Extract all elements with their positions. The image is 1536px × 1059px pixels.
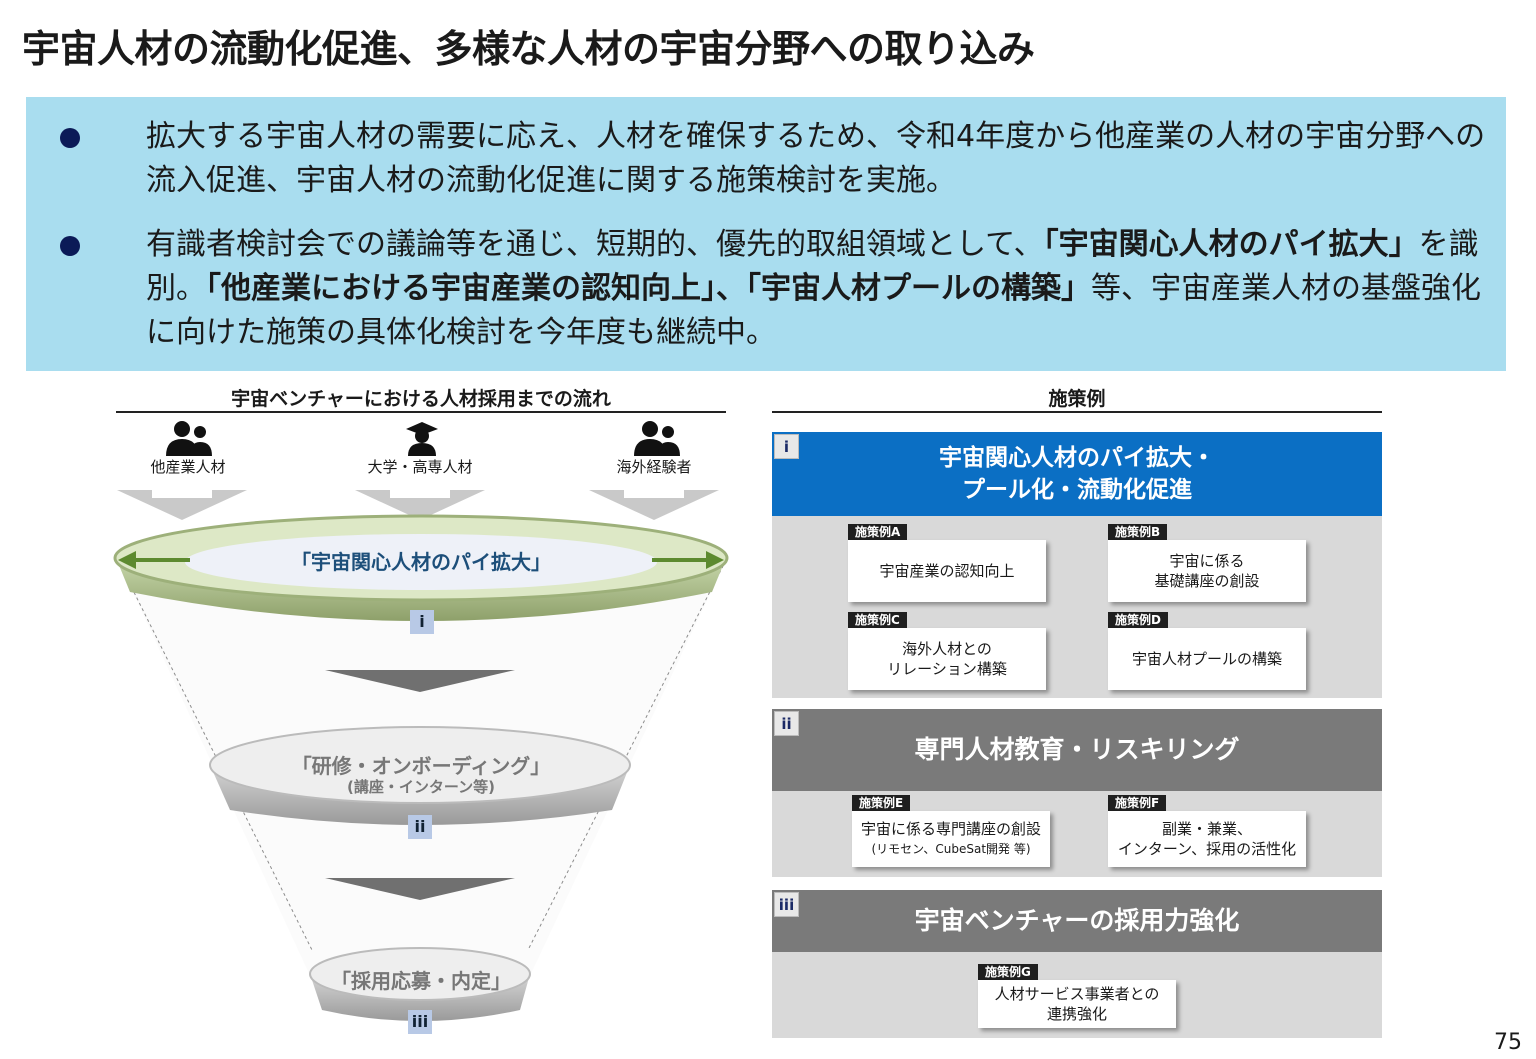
measure-text: 人材サービス事業者との bbox=[994, 985, 1160, 1003]
panel-i-title-line1: 宇宙関心人材のパイ拡大・ bbox=[939, 445, 1215, 471]
bullet-text: 拡大する宇宙人材の需要に応え、人材を確保するため、令和4年度から他産業の人材の宇… bbox=[146, 119, 1486, 198]
source-university: 大学・高専人材 bbox=[367, 458, 473, 476]
measure-card-g: 施策例G 人材サービス事業者との 連携強化 bbox=[978, 964, 1176, 1028]
measure-card-e: 施策例E 宇宙に係る専門講座の創設 (リモセン、CubeSat開発 等) bbox=[852, 795, 1050, 867]
stage-onboarding: 「研修・オンボーディング」 bbox=[291, 754, 551, 778]
bullet-icon bbox=[60, 236, 80, 256]
panel-iii-body: 施策例G 人材サービス事業者との 連携強化 bbox=[772, 952, 1382, 1038]
page-title: 宇宙人材の流動化促進、多様な人材の宇宙分野への取り込み bbox=[22, 27, 1035, 71]
panel-ii-roman: ii bbox=[774, 711, 799, 736]
page-number: 75 bbox=[1494, 1030, 1522, 1055]
panel-i-body: 施策例A 宇宙産業の認知向上 施策例B 宇宙に係る 基礎講座の創設 施策例C 海… bbox=[772, 516, 1382, 698]
panel-iii-header: 宇宙ベンチャーの採用力強化 bbox=[772, 890, 1382, 952]
graduate-icon bbox=[406, 422, 438, 456]
measure-text: 宇宙に係る bbox=[1169, 552, 1245, 570]
measure-text: インターン、採用の活性化 bbox=[1117, 840, 1297, 858]
measure-tag: 施策例B bbox=[1108, 524, 1168, 540]
measure-text: 宇宙に係る専門講座の創設 bbox=[860, 820, 1041, 838]
measure-text: 海外人材との bbox=[902, 640, 992, 658]
panel-i-roman: i bbox=[774, 434, 799, 459]
measure-tag: 施策例F bbox=[1108, 795, 1167, 811]
measure-card-d: 施策例D 宇宙人材プールの構築 bbox=[1108, 612, 1306, 690]
flow-heading: 宇宙ベンチャーにおける人材採用までの流れ bbox=[231, 388, 611, 410]
stage-roman-ii: ii bbox=[408, 815, 432, 839]
stage-onboarding-sub: (講座・インターン等) bbox=[347, 778, 495, 796]
measure-tag: 施策例G bbox=[978, 964, 1038, 980]
measure-tag: 施策例E bbox=[852, 795, 911, 811]
panel-iii-roman: iii bbox=[774, 892, 799, 917]
two-people-icon bbox=[166, 421, 212, 456]
highlight-pie: 「宇宙関心人材のパイ拡大」 bbox=[1043, 227, 1419, 262]
stage-roman-i: i bbox=[410, 610, 434, 634]
down-arrow bbox=[117, 490, 247, 520]
two-people-icon bbox=[634, 421, 680, 456]
stage-roman-iii: iii bbox=[408, 1010, 432, 1034]
measures-heading: 施策例 bbox=[1048, 388, 1106, 410]
stage-pie-expansion: 「宇宙関心人材のパイ拡大」 bbox=[291, 550, 551, 574]
measure-tag: 施策例C bbox=[848, 612, 907, 628]
measure-card-b: 施策例B 宇宙に係る 基礎講座の創設 bbox=[1108, 524, 1306, 602]
panel-ii-body: 施策例E 宇宙に係る専門講座の創設 (リモセン、CubeSat開発 等) 施策例… bbox=[772, 791, 1382, 877]
measure-subtext: (リモセン、CubeSat開発 等) bbox=[871, 842, 1031, 856]
measure-tag: 施策例D bbox=[1108, 612, 1168, 628]
source-other-industry: 他産業人材 bbox=[150, 458, 226, 476]
measure-tag: 施策例A bbox=[848, 524, 908, 540]
measure-text: 連携強化 bbox=[1046, 1005, 1107, 1023]
measure-text: 副業・兼業、 bbox=[1161, 820, 1252, 838]
flow-heading-rule bbox=[116, 411, 726, 413]
measures-heading-rule bbox=[772, 411, 1382, 413]
source-overseas: 海外経験者 bbox=[616, 458, 692, 476]
measure-text: 基礎講座の創設 bbox=[1154, 572, 1260, 590]
summary-box: 拡大する宇宙人材の需要に応え、人材を確保するため、令和4年度から他産業の人材の宇… bbox=[26, 97, 1506, 371]
measure-card-f: 施策例F 副業・兼業、 インターン、採用の活性化 bbox=[1108, 795, 1306, 867]
measure-card-a: 施策例A 宇宙産業の認知向上 bbox=[848, 524, 1046, 602]
stage-hiring: 「採用応募・内定」 bbox=[331, 969, 511, 993]
bullet-text: 有識者検討会での議論等を通じ、短期的、優先的取組領域として、「宇宙関心人材のパイ… bbox=[146, 227, 1481, 350]
measure-text: 宇宙人材プールの構築 bbox=[1131, 650, 1282, 668]
funnel-diagram bbox=[113, 490, 729, 1021]
measure-text: 宇宙産業の認知向上 bbox=[879, 562, 1015, 580]
measure-text: リレーション構築 bbox=[887, 660, 1007, 678]
bullet-icon bbox=[60, 128, 80, 148]
measure-card-c: 施策例C 海外人材との リレーション構築 bbox=[848, 612, 1046, 690]
panel-i-header: 宇宙関心人材のパイ拡大・ プール化・流動化促進 bbox=[772, 432, 1382, 516]
highlight-initiatives: 「他産業における宇宙産業の認知向上」、「宇宙人材プールの構築」 bbox=[206, 271, 1091, 306]
panel-ii-header: 専門人材教育・リスキリング bbox=[772, 709, 1382, 791]
panel-i-title-line2: プール化・流動化促進 bbox=[962, 477, 1192, 503]
down-arrow bbox=[355, 490, 485, 520]
down-arrow bbox=[589, 490, 719, 520]
